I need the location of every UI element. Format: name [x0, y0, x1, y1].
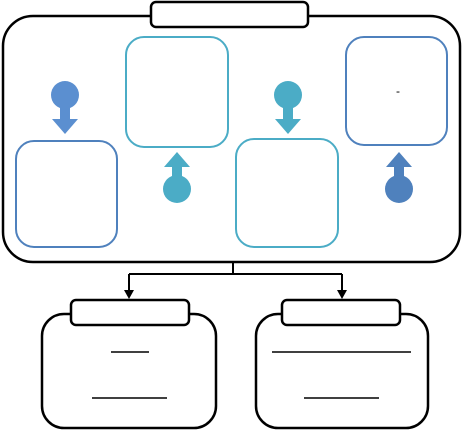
bottom-right-tab	[280, 298, 402, 327]
bottom-right-panel	[254, 312, 430, 430]
bottom-left-tab	[69, 298, 191, 327]
top-box-2	[125, 36, 229, 148]
connector	[128, 262, 343, 292]
pin-arrow-down-icon	[51, 81, 79, 134]
bottom-box-1	[15, 140, 118, 248]
pin-arrow-up-icon	[163, 152, 191, 203]
bottom-left-panel	[40, 312, 218, 430]
bottom-box-3	[235, 138, 339, 248]
pin-arrow-down-icon	[274, 81, 302, 134]
arrow-head-left	[124, 290, 134, 299]
top-box-4	[345, 36, 448, 146]
arrow-head-right	[337, 290, 347, 299]
top-box-4-dash: -	[396, 84, 400, 98]
title-tab	[149, 0, 310, 29]
pin-arrow-up-icon	[385, 152, 413, 203]
